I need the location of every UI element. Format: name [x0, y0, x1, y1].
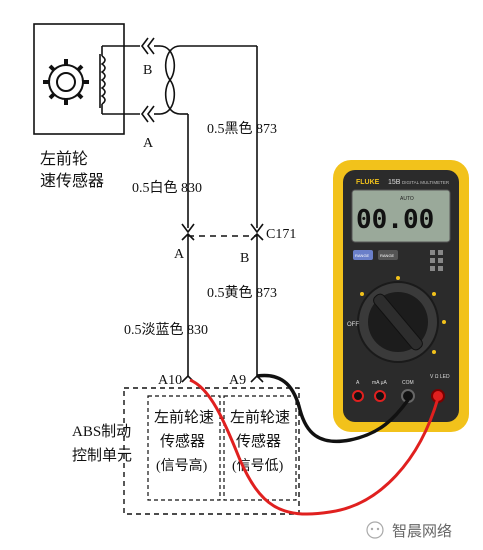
range-button-right[interactable] — [378, 250, 398, 260]
wire-label-white-830: 0.5白色 830 — [132, 179, 202, 196]
lcd-value: 00.00 — [356, 205, 434, 235]
abs-pin-a10-label: A10 — [158, 373, 182, 388]
twisted-wire-2 — [159, 45, 181, 115]
connector-pin-b-label: B — [143, 63, 152, 78]
port-ma[interactable] — [374, 390, 386, 402]
abs-box-signal-low — [223, 395, 297, 501]
lcd-mode: AUTO — [400, 196, 414, 202]
connector-chevron-b — [141, 37, 155, 55]
abs-outer-box — [123, 387, 300, 515]
port-label-a: A — [356, 380, 360, 386]
port-label-v: V Ω LED — [430, 374, 450, 380]
coil-icon — [99, 45, 140, 115]
watermark-text: 智晨网络 — [392, 522, 452, 540]
sensor-connector — [141, 37, 258, 228]
c171-pin-a-label: A — [174, 247, 185, 262]
gear-icon — [43, 59, 89, 105]
abs-pin-a9-label: A9 — [229, 373, 246, 388]
port-label-ma: mA μA — [372, 380, 387, 386]
c171-pin-b-chevron — [250, 223, 264, 234]
abs-name-line1: ABS制动 — [72, 423, 131, 440]
abs-name-line2: 控制单元 — [72, 447, 132, 464]
range-button-left[interactable] — [353, 250, 373, 260]
multimeter-model: 15B — [388, 179, 401, 186]
multimeter-lcd — [351, 189, 451, 243]
c171-name-label: C171 — [266, 227, 296, 242]
abs-box-signal-high — [147, 395, 221, 501]
abs-control-unit: A10 A9 ABS制动 控制单元 左前轮速 传感器 (信号高) 左前轮速 传感… — [72, 373, 300, 515]
wechat-icon — [366, 521, 384, 539]
port-label-com: COM — [402, 380, 414, 386]
connector-pin-a-label: A — [143, 136, 154, 151]
range-button-right-label: RANGE — [380, 253, 395, 258]
abs-box1-line3: (信号高) — [156, 457, 208, 474]
abs-box2-line2: 传感器 — [236, 433, 281, 450]
connector-chevron-a — [141, 105, 155, 123]
range-button-left-label: RANGE — [355, 253, 370, 258]
dial-mark-icons — [360, 276, 446, 354]
abs-box2-line1: 左前轮速 — [230, 409, 290, 426]
abs-box1-line1: 左前轮速 — [154, 409, 214, 426]
wire-label-yellow-873: 0.5黄色 873 — [207, 284, 277, 301]
port-a[interactable] — [352, 390, 364, 402]
dial-off-label: OFF — [347, 322, 359, 328]
sensor-label-line2: 速传感器 — [40, 172, 104, 190]
red-probe-lead[interactable] — [189, 378, 440, 516]
sensor-label-line1: 左前轮 — [40, 150, 88, 168]
c171-pin-b-label: B — [240, 251, 249, 266]
c171-pin-a-chevron — [181, 223, 195, 234]
abs-box1-line2: 传感器 — [160, 433, 205, 450]
wire-label-lightblue-830: 0.5淡蓝色 830 — [124, 321, 208, 338]
watermark: 智晨网络 — [366, 521, 452, 540]
multimeter[interactable]: FLUKE 15B DIGITAL MULTIMETER AUTO 00.00 … — [333, 160, 469, 432]
multimeter-model-desc: DIGITAL MULTIMETER — [402, 180, 450, 185]
wheel-speed-sensor: 左前轮 速传感器 — [33, 23, 140, 190]
sensor-box — [33, 23, 125, 135]
black-probe-lead[interactable] — [256, 373, 410, 444]
symbol-grid-icon — [430, 250, 443, 271]
rotary-dial-knob[interactable] — [372, 292, 425, 352]
c171-connector — [181, 223, 264, 376]
multimeter-brand: FLUKE — [356, 179, 380, 186]
wire-label-black-873: 0.5黑色 873 — [207, 120, 277, 137]
